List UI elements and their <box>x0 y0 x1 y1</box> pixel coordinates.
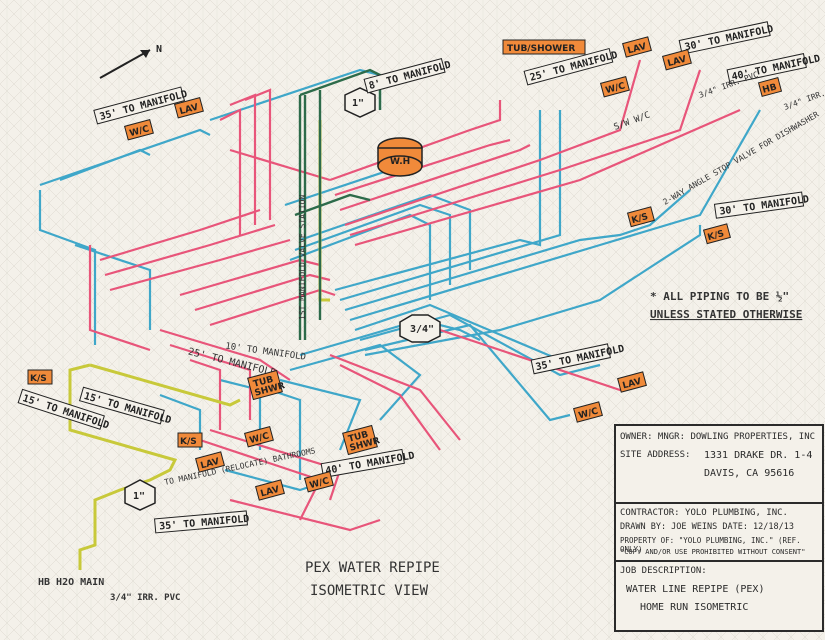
property-of-line: PROPERTY OF: "YOLO PLUMBING, INC." (REF.… <box>620 536 801 554</box>
site-address-line1: 1331 DRAKE DR. 1-4 <box>704 450 813 461</box>
divider <box>616 560 822 562</box>
water-heater: W.H <box>377 137 423 177</box>
irr-bottom-label: 3/4" IRR. PVC <box>110 593 180 603</box>
divider <box>616 502 822 504</box>
fixture-tag-wc-top: W/C <box>599 76 630 98</box>
manifold-frame <box>294 68 382 340</box>
site-address-label: SITE ADDRESS: <box>620 450 691 460</box>
svg-text:HB: HB <box>761 82 778 95</box>
owner-section: OWNER: MNGR: DOWLING PROPERTIES, INC SIT… <box>620 432 818 479</box>
drawn-by-line: DRAWN BY: JOE WEINS DATE: 12/18/13 <box>620 522 794 532</box>
fixture-tag-ks-right2: K/S <box>702 223 731 245</box>
copy-notice-line: "COPY AND/OR USE PROHIBITED WITHOUT CONS… <box>620 548 806 556</box>
hex-size-tag-mid: 3/4" <box>399 314 441 343</box>
job-description-line2: HOME RUN ISOMETRIC <box>640 602 749 613</box>
svg-text:K/S: K/S <box>631 212 650 226</box>
svg-text:LAV: LAV <box>622 377 643 392</box>
north-arrow: N <box>99 44 162 79</box>
fixture-tag-tub-mid2: TUB SHWR <box>342 424 381 456</box>
fixture-tag-lav-top: LAV <box>622 36 652 58</box>
north-label: N <box>156 44 162 55</box>
svg-text:1": 1" <box>352 98 364 109</box>
all-piping-note: * ALL PIPING TO BE ½" <box>650 290 789 303</box>
title-block: OWNER: MNGR: DOWLING PROPERTIES, INC SIT… <box>614 424 824 632</box>
job-description-line1: WATER LINE REPIPE (PEX) <box>626 584 765 595</box>
fixture-tag-ks-left: K/S <box>27 369 53 385</box>
svg-text:1": 1" <box>133 491 145 502</box>
svg-text:TUB/SHOWER: TUB/SHOWER <box>507 44 575 54</box>
svg-text:K/S: K/S <box>180 437 197 447</box>
site-address-line2: DAVIS, CA 95616 <box>704 468 795 479</box>
svg-text:LAV: LAV <box>200 457 221 472</box>
contractor-line: CONTRACTOR: YOLO PLUMBING, INC. <box>620 508 788 518</box>
fixture-tag-ks-right: K/S <box>626 206 655 228</box>
svg-text:3/4": 3/4" <box>410 324 434 335</box>
unless-note: UNLESS STATED OTHERWISE <box>650 308 802 321</box>
fixture-tag-ks-mid: K/S <box>177 432 203 448</box>
h2o-main-label: HB H2O MAIN <box>38 577 104 588</box>
job-description-label: JOB DESCRIPTION: <box>620 566 707 576</box>
wh-label: W.H <box>390 157 410 167</box>
fixture-tag-wc-mid2: W/C <box>303 471 334 493</box>
owner-line: OWNER: MNGR: DOWLING PROPERTIES, INC <box>620 432 816 442</box>
fixture-tag-tub-shower-top: TUB/SHOWER <box>502 39 586 55</box>
fixture-tag-lav-mid: LAV <box>195 451 225 473</box>
fixture-tag-wc-right: W/C <box>573 401 603 423</box>
svg-text:K/S: K/S <box>707 229 726 243</box>
hex-size-tag-top: 1" <box>344 87 376 118</box>
svg-text:LAV: LAV <box>627 42 648 57</box>
fixture-tag-lav-mid2: LAV <box>255 479 285 501</box>
svg-text:LAV: LAV <box>179 102 200 117</box>
svg-text:LAV: LAV <box>667 54 688 69</box>
fixture-tag-lav-top2: LAV <box>661 49 692 71</box>
fixture-tag-hb-top: HB <box>757 77 783 97</box>
svg-text:LAV: LAV <box>260 485 281 500</box>
hex-size-tag-bottom: 1" <box>124 479 156 511</box>
fixture-tag-wc-left: W/C <box>123 119 154 141</box>
caption-line2: ISOMETRIC VIEW <box>310 583 429 599</box>
caption-line1: PEX WATER REPIPE <box>305 560 440 576</box>
fixture-tag-wc-mid: W/C <box>243 426 274 448</box>
fixture-tag-lav-right: LAV <box>617 371 647 393</box>
manifold-station-note: 1ST MANIFOLD VALVE STATION <box>298 195 307 320</box>
svg-text:K/S: K/S <box>30 374 47 384</box>
fixture-tag-lav-left: LAV <box>173 97 204 119</box>
